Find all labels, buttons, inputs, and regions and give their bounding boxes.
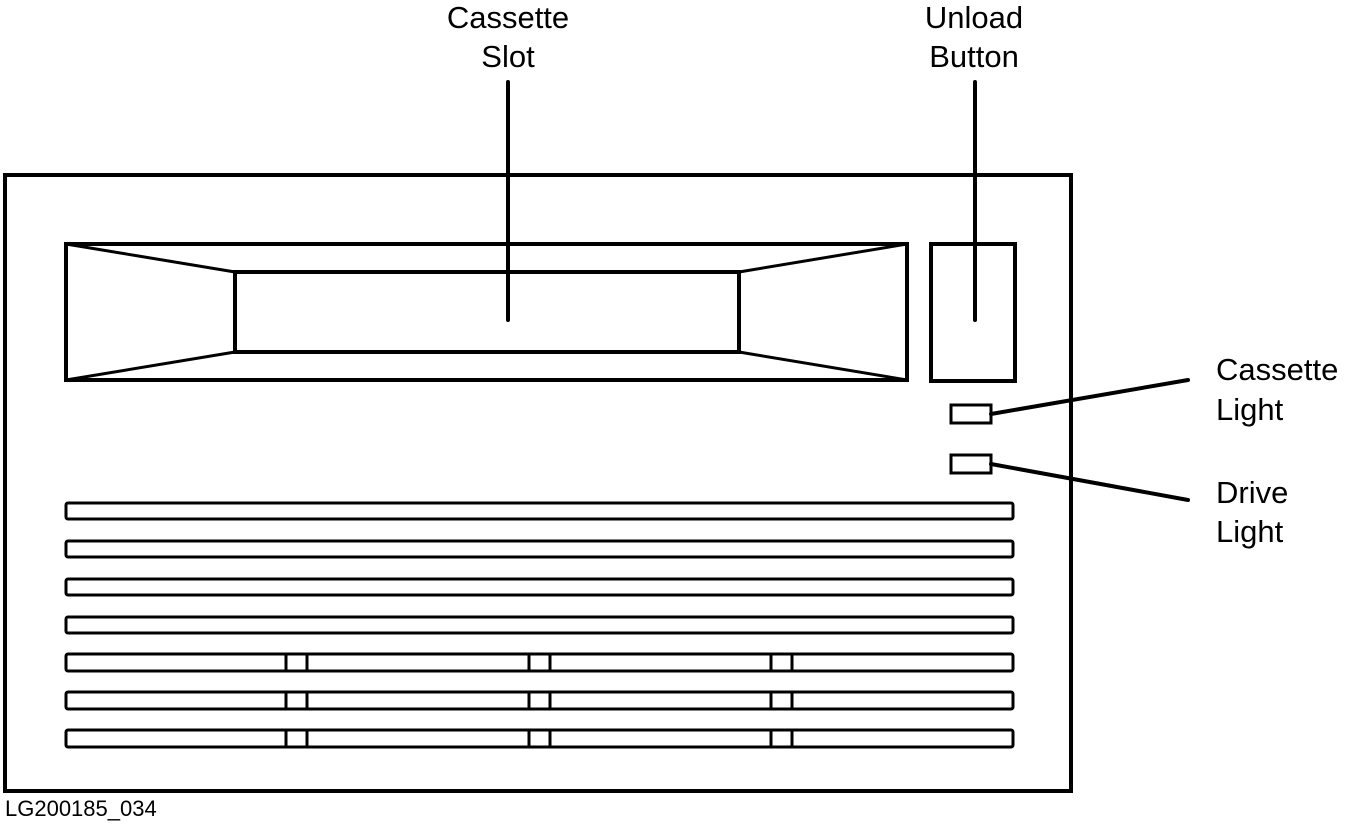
vent-tab [527,652,552,673]
vent-tab [769,690,794,711]
drive-light-leader-line [989,462,1190,502]
unload-button-label-line2: Button [929,39,1019,74]
drive-bezel [3,173,1073,793]
vent-tab [284,728,309,749]
cassette-slot-label-line2: Slot [481,39,535,74]
vent-tab [769,728,794,749]
cassette-slot-bevel-top-left [64,242,237,274]
drive-light-label-line2: Light [1216,514,1284,549]
drive-light-label-line1: Drive [1216,475,1288,510]
segmented-vent-slot [64,652,1015,673]
vent-tab [284,652,309,673]
cassette-light-leader-line [989,378,1190,416]
vent-slot [64,615,1015,635]
cassette-light-label-line1: Cassette [1216,352,1338,387]
cassette-slot-opening [233,270,741,354]
vent-slot [64,728,1015,749]
segmented-vent-slot [64,728,1015,749]
vent-grille [64,501,1015,749]
unload-button-label-line1: Unload [925,0,1023,35]
drive-light [949,453,993,475]
cassette-light [949,403,993,425]
cassette-light-label-line2: Light [1216,392,1284,427]
figure-id: LG200185_034 [5,796,157,821]
cassette-slot[interactable] [64,242,909,382]
vent-tab [527,728,552,749]
cassette-slot-outer-frame [64,242,909,382]
vent-slot [64,690,1015,711]
cassette-slot-label-line1: Cassette [447,0,569,35]
segmented-vent-slot [64,690,1015,711]
cassette-slot-bevel-top-right [737,242,909,274]
vent-slot [64,652,1015,673]
vent-slot [64,539,1015,559]
cassette-slot-bevel-bottom-left [64,350,237,382]
vent-tab [527,690,552,711]
cassette-slot-bevel-bottom-right [737,350,909,382]
vent-slot [64,501,1015,521]
vent-tab [769,652,794,673]
vent-slot [64,577,1015,597]
vent-tab [284,690,309,711]
